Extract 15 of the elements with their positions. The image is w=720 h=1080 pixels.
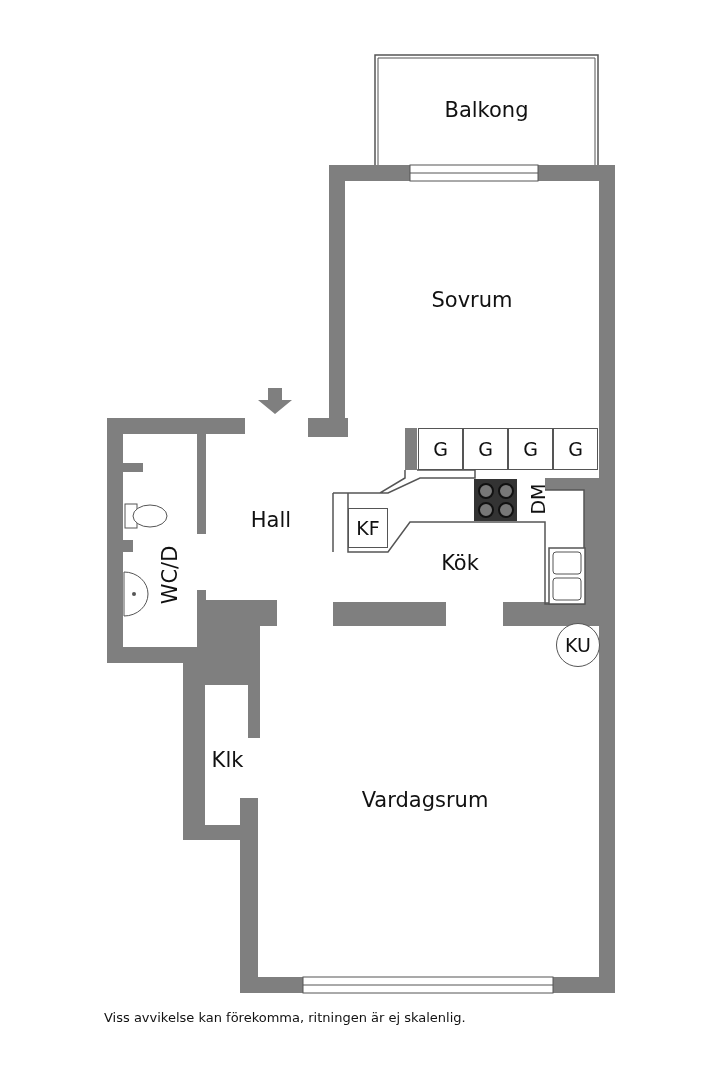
- room-name: WC/D: [158, 545, 182, 605]
- room-name: Hall: [250, 508, 292, 532]
- closet-circle: KU: [556, 623, 600, 667]
- caption: Viss avvikelse kan förekomma, ritningen är ej skalenlig.: [104, 1010, 466, 1025]
- room-name: Klk: [211, 748, 244, 772]
- cabinet: G: [463, 428, 508, 470]
- cabinet: G: [553, 428, 598, 470]
- cabinet: KF: [348, 508, 388, 548]
- cabinet: G: [508, 428, 553, 470]
- room-name: Kök: [441, 550, 479, 575]
- room-name: Vardagsrum: [361, 788, 489, 812]
- room-name: Balkong: [444, 98, 529, 122]
- cabinet: G: [418, 428, 463, 470]
- room-name: Sovrum: [431, 287, 513, 312]
- appliance-label: DM: [526, 483, 549, 515]
